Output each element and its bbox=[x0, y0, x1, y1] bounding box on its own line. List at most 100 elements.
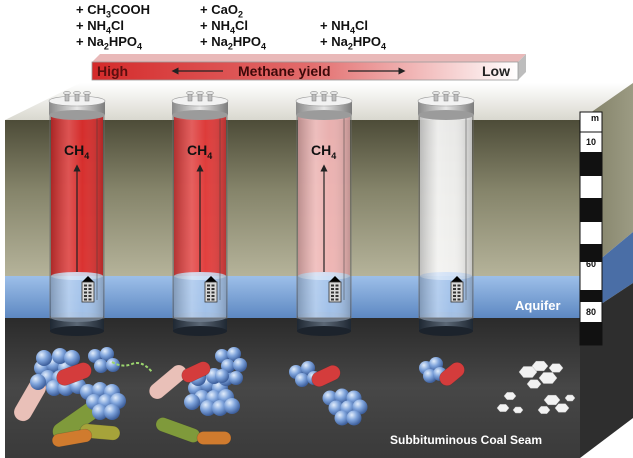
aquifer-label: Aquifer bbox=[515, 298, 561, 313]
community-2 bbox=[148, 347, 247, 445]
methanogen-cell bbox=[92, 382, 108, 398]
ch4-label-2: CH4 bbox=[187, 142, 213, 161]
ch4-label-1: CH4 bbox=[64, 142, 90, 161]
sampler-slot bbox=[453, 288, 456, 290]
sampler-slot bbox=[207, 288, 210, 290]
amendment-line: + Na2HPO4 bbox=[76, 34, 143, 52]
sampler-slot bbox=[331, 288, 334, 290]
sampler-hook bbox=[329, 276, 341, 282]
sampler-slot bbox=[207, 284, 210, 287]
sampler-slot bbox=[88, 295, 92, 297]
amendment-line: + Na2HPO4 bbox=[200, 34, 267, 52]
depth-tick-60: 60 bbox=[586, 259, 597, 269]
sampler-slot bbox=[457, 284, 461, 287]
sampler-hook bbox=[82, 276, 94, 282]
community-4 bbox=[419, 357, 465, 386]
methanogen-cell bbox=[215, 369, 229, 383]
coal-hexagon bbox=[538, 372, 558, 384]
coal-hexagon bbox=[503, 392, 517, 400]
sampler-slot bbox=[453, 291, 456, 294]
sampler-slot bbox=[84, 298, 87, 301]
methanogen-cell bbox=[94, 359, 108, 373]
microbe-communities bbox=[13, 347, 465, 448]
methanogen-cell bbox=[295, 373, 309, 387]
methanogen-cell bbox=[233, 358, 247, 372]
coal-particles bbox=[496, 360, 576, 414]
methanogen-cell bbox=[346, 410, 362, 426]
bacterial-rod bbox=[196, 431, 232, 445]
amendment-nutrients: + NH4Cl+ Na2HPO4 bbox=[320, 18, 386, 51]
column-3 bbox=[295, 91, 353, 336]
cap-port-top bbox=[442, 91, 450, 95]
amendment-line: + NH4Cl bbox=[200, 18, 248, 36]
cap-port-top bbox=[83, 91, 91, 95]
cap-port-top bbox=[63, 91, 71, 95]
sampler-slot bbox=[335, 298, 339, 301]
methanogen-cell bbox=[36, 350, 52, 366]
methanogen-cell bbox=[52, 348, 68, 364]
yield-high-label: High bbox=[97, 63, 129, 79]
sampler-slot bbox=[88, 288, 92, 290]
sampler-hook bbox=[451, 276, 463, 282]
sampler-slot bbox=[335, 295, 339, 297]
sampler-slot bbox=[331, 295, 334, 297]
sampler-slot bbox=[88, 298, 92, 301]
methane-yield-bar bbox=[91, 54, 526, 81]
ruler-segment bbox=[580, 198, 602, 222]
amendment-line: + NH4Cl bbox=[320, 18, 368, 36]
column-4 bbox=[417, 91, 475, 336]
methanogen-cell bbox=[46, 380, 62, 396]
sampler-slot bbox=[211, 288, 215, 290]
sampler-body bbox=[328, 281, 342, 303]
methanogen-cell bbox=[224, 398, 240, 414]
cap-port-top bbox=[206, 91, 214, 95]
columns bbox=[48, 91, 475, 336]
sampler-slot bbox=[331, 284, 334, 287]
column-cap-bottom bbox=[172, 110, 228, 120]
sampler-slot bbox=[211, 284, 215, 287]
methanogen-cell bbox=[334, 410, 350, 426]
ruler-segment bbox=[580, 244, 602, 262]
coal-sampler bbox=[81, 276, 95, 303]
sampler-slot bbox=[331, 298, 334, 301]
coal-hexagon bbox=[554, 403, 570, 413]
bacterial-rod bbox=[439, 362, 465, 386]
coal-hexagon bbox=[564, 394, 576, 402]
depth-unit-label: m bbox=[591, 113, 600, 123]
sampler-slot bbox=[457, 291, 461, 294]
coal-hexagon bbox=[537, 406, 551, 414]
column-cap-bottom bbox=[296, 110, 352, 120]
community-1 bbox=[13, 347, 153, 448]
methanogen-cell bbox=[229, 371, 243, 385]
ruler-segment bbox=[580, 322, 602, 345]
cap-port-top bbox=[452, 91, 460, 95]
sampler-body bbox=[450, 281, 464, 303]
sampler-slot bbox=[331, 291, 334, 294]
depth-tick-80: 80 bbox=[586, 307, 597, 317]
methanogen-cell bbox=[184, 394, 200, 410]
sampler-slot bbox=[457, 298, 461, 301]
methanogen-cell bbox=[30, 374, 46, 390]
coal-sampler bbox=[450, 276, 464, 303]
sampler-slot bbox=[84, 288, 87, 290]
sampler-slot bbox=[84, 291, 87, 294]
sampler-body bbox=[81, 281, 95, 303]
sampler-slot bbox=[457, 295, 461, 297]
yield-center-label: Methane yield bbox=[238, 63, 331, 79]
column-cap-bottom bbox=[49, 110, 105, 120]
depth-scale bbox=[579, 111, 603, 346]
methanogen-cell bbox=[92, 404, 108, 420]
bacterial-rod bbox=[181, 361, 211, 383]
methanogen-cell bbox=[352, 399, 368, 415]
bacterial-rod bbox=[56, 362, 92, 386]
methanogen-cell bbox=[64, 350, 80, 366]
column-base-bottom bbox=[50, 326, 104, 336]
yield-low-label: Low bbox=[482, 63, 510, 79]
sampler-slot bbox=[211, 298, 215, 301]
yield-bar-top bbox=[92, 54, 526, 62]
sampler-hook bbox=[205, 276, 217, 282]
cap-port-top bbox=[186, 91, 194, 95]
sampler-slot bbox=[84, 295, 87, 297]
coal-hexagon bbox=[543, 394, 561, 406]
